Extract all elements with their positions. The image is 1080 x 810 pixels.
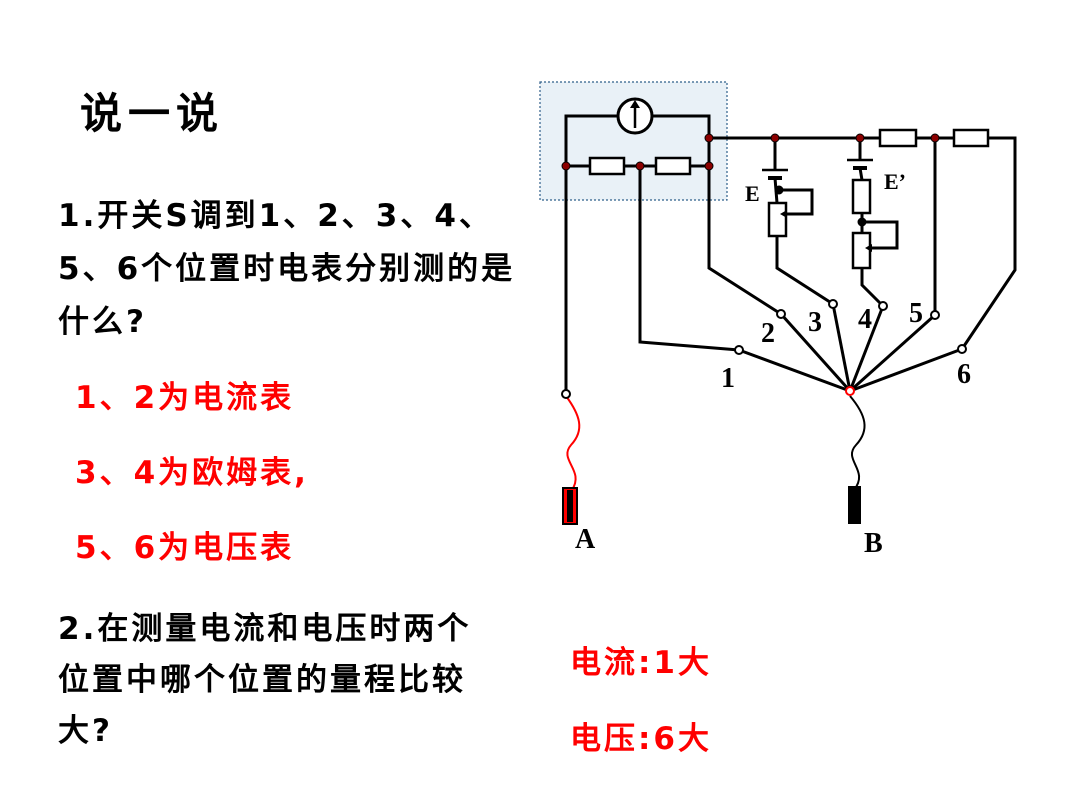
- probe-lead-a: [565, 395, 581, 491]
- probe-lead-b: [849, 395, 866, 491]
- probe-b[interactable]: [848, 486, 861, 524]
- question-2: 2.在测量电流和电压时两个位置中哪个位置的量程比较大?: [58, 611, 472, 749]
- switch-label-6: 6: [957, 359, 971, 390]
- galvanometer: [616, 97, 654, 135]
- probe-label-b: B: [864, 528, 883, 559]
- resistors: [588, 128, 990, 270]
- switch-label-2: 2: [761, 318, 775, 349]
- battery-label-e: E: [745, 181, 760, 206]
- question-1: 1.开关S调到1、2、3、4、5、6个位置时电表分别测的是什么?: [58, 198, 516, 340]
- switch-label-5: 5: [909, 298, 923, 329]
- junction-nodes: [561, 133, 940, 227]
- answer-voltmeter: 5、6为电压表: [75, 530, 295, 566]
- switch-label-3: 3: [808, 307, 822, 338]
- result-current: 电流:1大: [570, 645, 712, 681]
- circuit-wires: [564, 114, 1017, 393]
- rheostat-arrow-e: [780, 210, 787, 218]
- slide-title: 说一说: [80, 89, 225, 138]
- answer-ammeter: 1、2为电流表: [75, 380, 295, 416]
- probe-label-a: A: [575, 524, 596, 555]
- answer-ohmmeter: 3、4为欧姆表,: [75, 455, 309, 491]
- battery-label-e-prime: E’: [884, 169, 906, 194]
- result-voltage: 电压:6大: [570, 721, 712, 757]
- switch-label-4: 4: [858, 304, 872, 335]
- switch-contacts: [561, 299, 967, 399]
- rheostat-arrow-e-prime: [865, 244, 872, 252]
- probe-a[interactable]: [562, 487, 578, 525]
- switch-pivot[interactable]: [845, 386, 855, 396]
- switch-label-1: 1: [721, 363, 735, 394]
